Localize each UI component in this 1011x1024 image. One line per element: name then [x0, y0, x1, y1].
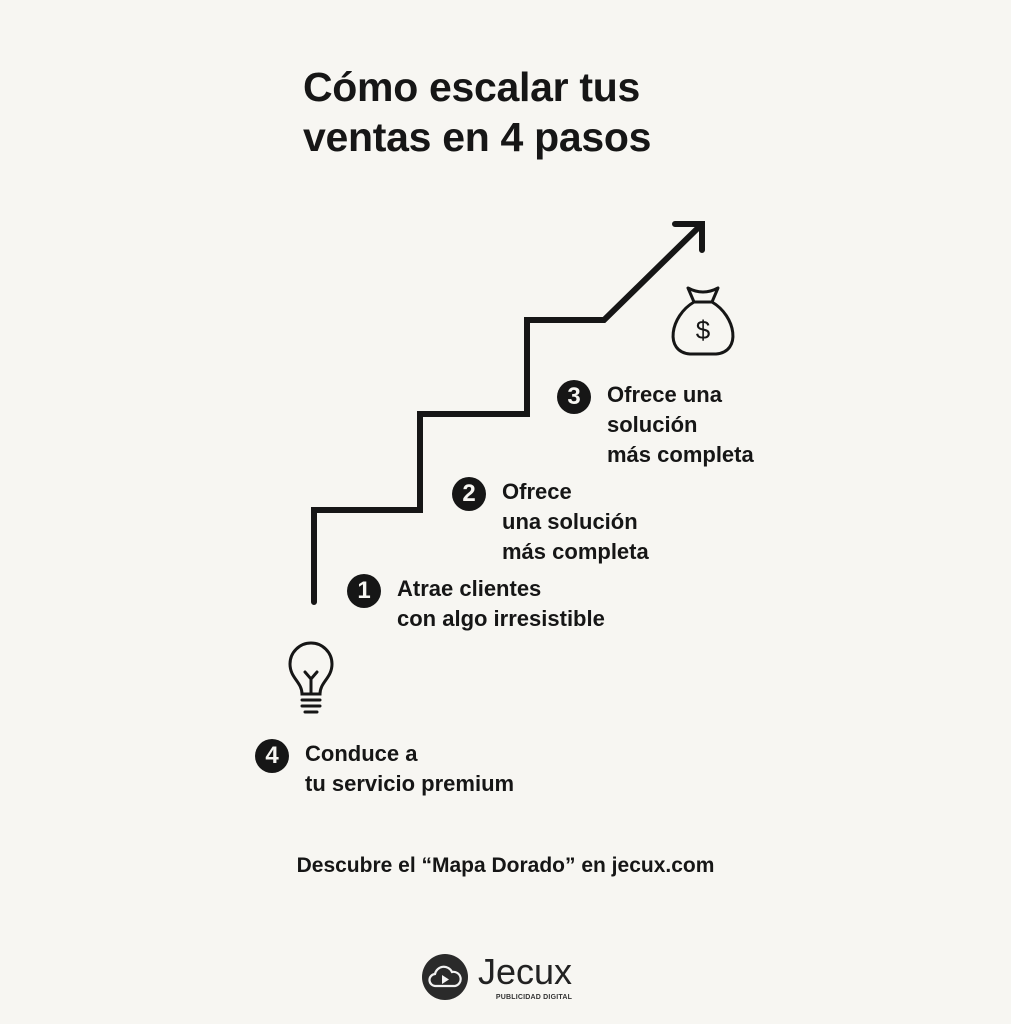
- step-text-line: Atrae clientes: [397, 576, 542, 601]
- step-text-line: Conduce a: [305, 741, 418, 766]
- brand-name: Jecux: [478, 951, 573, 992]
- step-text-line: una solución: [502, 509, 638, 534]
- lightbulb-icon: [288, 641, 334, 714]
- step-2: 2 Ofrece una solución más completa: [452, 477, 649, 567]
- step-number-badge: 2: [452, 477, 486, 511]
- money-bag-icon: $: [671, 286, 735, 356]
- step-number-badge: 1: [347, 574, 381, 608]
- step-text-line: más completa: [502, 539, 649, 564]
- step-text-line: solución: [607, 412, 698, 437]
- page-title: Cómo escalar tus ventas en 4 pasos: [303, 62, 651, 162]
- step-1: 1 Atrae clientes con algo irresistible: [347, 574, 605, 634]
- brand-logo: Jecux PUBLICIDAD DIGITAL: [422, 952, 572, 1002]
- step-text-line: con algo irresistible: [397, 606, 605, 631]
- step-number-badge: 4: [255, 739, 289, 773]
- step-4: 4 Conduce a tu servicio premium: [255, 739, 514, 799]
- step-text-line: Ofrece una: [607, 382, 722, 407]
- step-3: 3 Ofrece una solución más completa: [557, 380, 754, 470]
- money-symbol: $: [696, 315, 711, 345]
- title-line-1: Cómo escalar tus: [303, 64, 640, 110]
- step-text-line: Ofrece: [502, 479, 572, 504]
- step-text-line: tu servicio premium: [305, 771, 515, 796]
- brand-tagline: PUBLICIDAD DIGITAL: [495, 994, 573, 1001]
- footer-cta: Descubre el “Mapa Dorado” en jecux.com: [296, 854, 715, 877]
- staircase-arrow-icon: [311, 221, 705, 605]
- cloud-play-icon: [422, 954, 468, 1000]
- title-line-2: ventas en 4 pasos: [303, 114, 652, 160]
- step-text-line: más completa: [607, 442, 754, 467]
- step-number-badge: 3: [557, 380, 591, 414]
